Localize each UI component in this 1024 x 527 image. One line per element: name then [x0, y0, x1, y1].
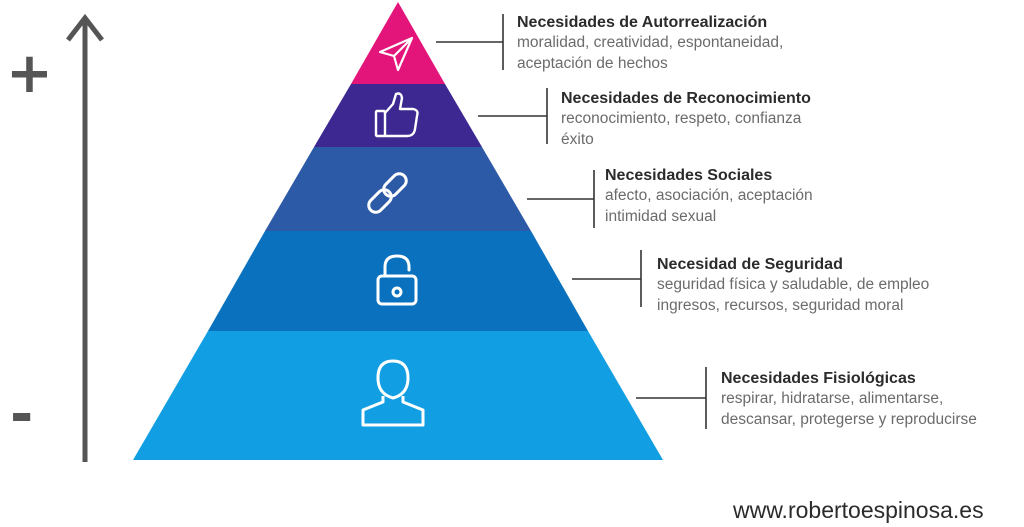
website-url: www.robertoespinosa.es [733, 497, 984, 523]
pyramid-level-4 [208, 231, 588, 331]
thumbs-up-icon [374, 92, 419, 138]
level-2-title: Necesidades de Reconocimiento [561, 90, 811, 107]
level-3-description-line-1: afecto, asociación, aceptación [605, 187, 813, 204]
person-icon [361, 359, 425, 427]
chain-link-icon [367, 172, 408, 214]
level-3-description-line-2: intimidad sexual [605, 207, 717, 225]
connector-4 [572, 250, 642, 307]
plus-sign: + [6, 41, 53, 106]
level-4-title: Necesidad de Seguridad [657, 256, 843, 273]
connector-2 [478, 88, 548, 144]
connector-1 [436, 14, 504, 70]
level-4-label: Necesidad de Seguridad seguridad física … [657, 255, 929, 316]
level-1-title: Necesidades de Autorrealización [517, 14, 768, 31]
padlock-icon [376, 254, 418, 306]
level-3-label: Necesidades Sociales afecto, asociación,… [605, 166, 813, 227]
level-4-description-line-2: ingresos, recursos, seguridad moral [657, 296, 904, 314]
pyramid-level-3 [265, 147, 531, 231]
level-5-description-line-1: respirar, hidratarse, alimentarse, [721, 390, 944, 407]
level-1-description-line-2: aceptación de hechos [517, 54, 668, 72]
level-1-label: Necesidades de Autorrealización moralida… [517, 13, 783, 74]
level-4-description-line-1: seguridad física y saludable, de empleo [657, 276, 930, 293]
paper-plane-icon [378, 36, 414, 72]
vertical-arrow [66, 13, 104, 462]
level-2-description-line-2: éxito [561, 130, 594, 148]
level-2-label: Necesidades de Reconocimiento reconocimi… [561, 89, 811, 150]
level-2-description-line-1: reconocimiento, respeto, confianza [561, 110, 802, 127]
level-1-description-line-1: moralidad, creatividad, espontaneidad, [517, 34, 784, 51]
level-5-title: Necesidades Fisiológicas [721, 370, 916, 387]
level-3-title: Necesidades Sociales [605, 167, 773, 184]
pyramid-level-2 [314, 84, 482, 147]
connector-5 [636, 367, 707, 429]
level-5-label: Necesidades Fisiológicas respirar, hidra… [721, 369, 977, 430]
connector-3 [527, 170, 595, 228]
level-5-description-line-2: descansar, protegerse y reproducirse [721, 410, 977, 428]
minus-sign: - [10, 382, 34, 447]
